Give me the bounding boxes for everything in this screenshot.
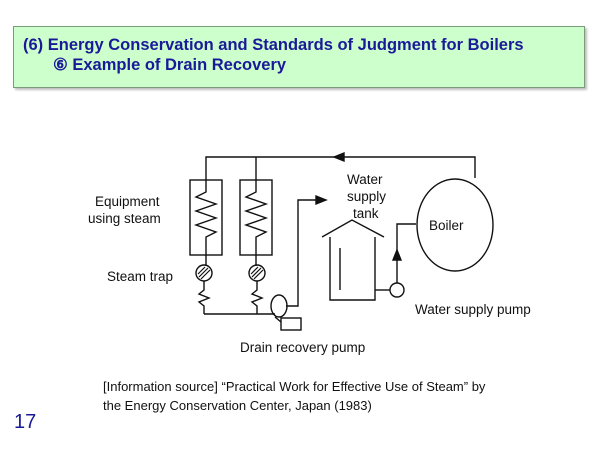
drain-pump-motor [280, 317, 302, 331]
title-box: (6) Energy Conservation and Standards of… [13, 26, 585, 88]
boiler-icon [416, 178, 494, 272]
feed-flow-arrow [391, 248, 403, 261]
label-steam-trap: Steam trap [107, 269, 173, 284]
page-number: 17 [14, 411, 37, 433]
steam-pipe [205, 156, 476, 180]
label-equipment-line2: using steam [88, 211, 161, 226]
information-source: [Information source] “Practical Work for… [103, 377, 573, 415]
label-tank-line2: supply [347, 189, 386, 204]
return-pipe [286, 199, 323, 307]
label-drain-recovery-pump: Drain recovery pump [240, 340, 365, 355]
return-flow-arrow [315, 194, 328, 206]
label-tank-line1: Water [347, 172, 383, 187]
coil-1 [193, 180, 219, 255]
pump-to-boiler-pipe [396, 223, 416, 283]
label-equipment-line1: Equipment [95, 194, 160, 209]
slide-subtitle: ⑥ Example of Drain Recovery [53, 56, 287, 74]
trap-1-valve [197, 281, 211, 314]
trap-2-valve [250, 281, 264, 314]
coil-2 [243, 180, 269, 255]
water-supply-pump-icon [389, 282, 405, 298]
drain-recovery-pump-icon [270, 294, 288, 318]
steam-flow-arrow [332, 151, 345, 163]
source-line2: the Energy Conservation Center, Japan (1… [103, 398, 372, 413]
slide-title: (6) Energy Conservation and Standards of… [23, 36, 524, 54]
tank-body [329, 237, 376, 301]
label-tank-line3: tank [353, 206, 379, 221]
drain-pump-link [274, 316, 282, 323]
trap-2-hatch [250, 266, 264, 280]
label-boiler: Boiler [429, 218, 464, 233]
label-water-supply-pump: Water supply pump [415, 302, 531, 317]
source-line1: [Information source] “Practical Work for… [103, 379, 486, 394]
tank-roof [321, 219, 385, 238]
trap-1-hatch [197, 266, 211, 280]
